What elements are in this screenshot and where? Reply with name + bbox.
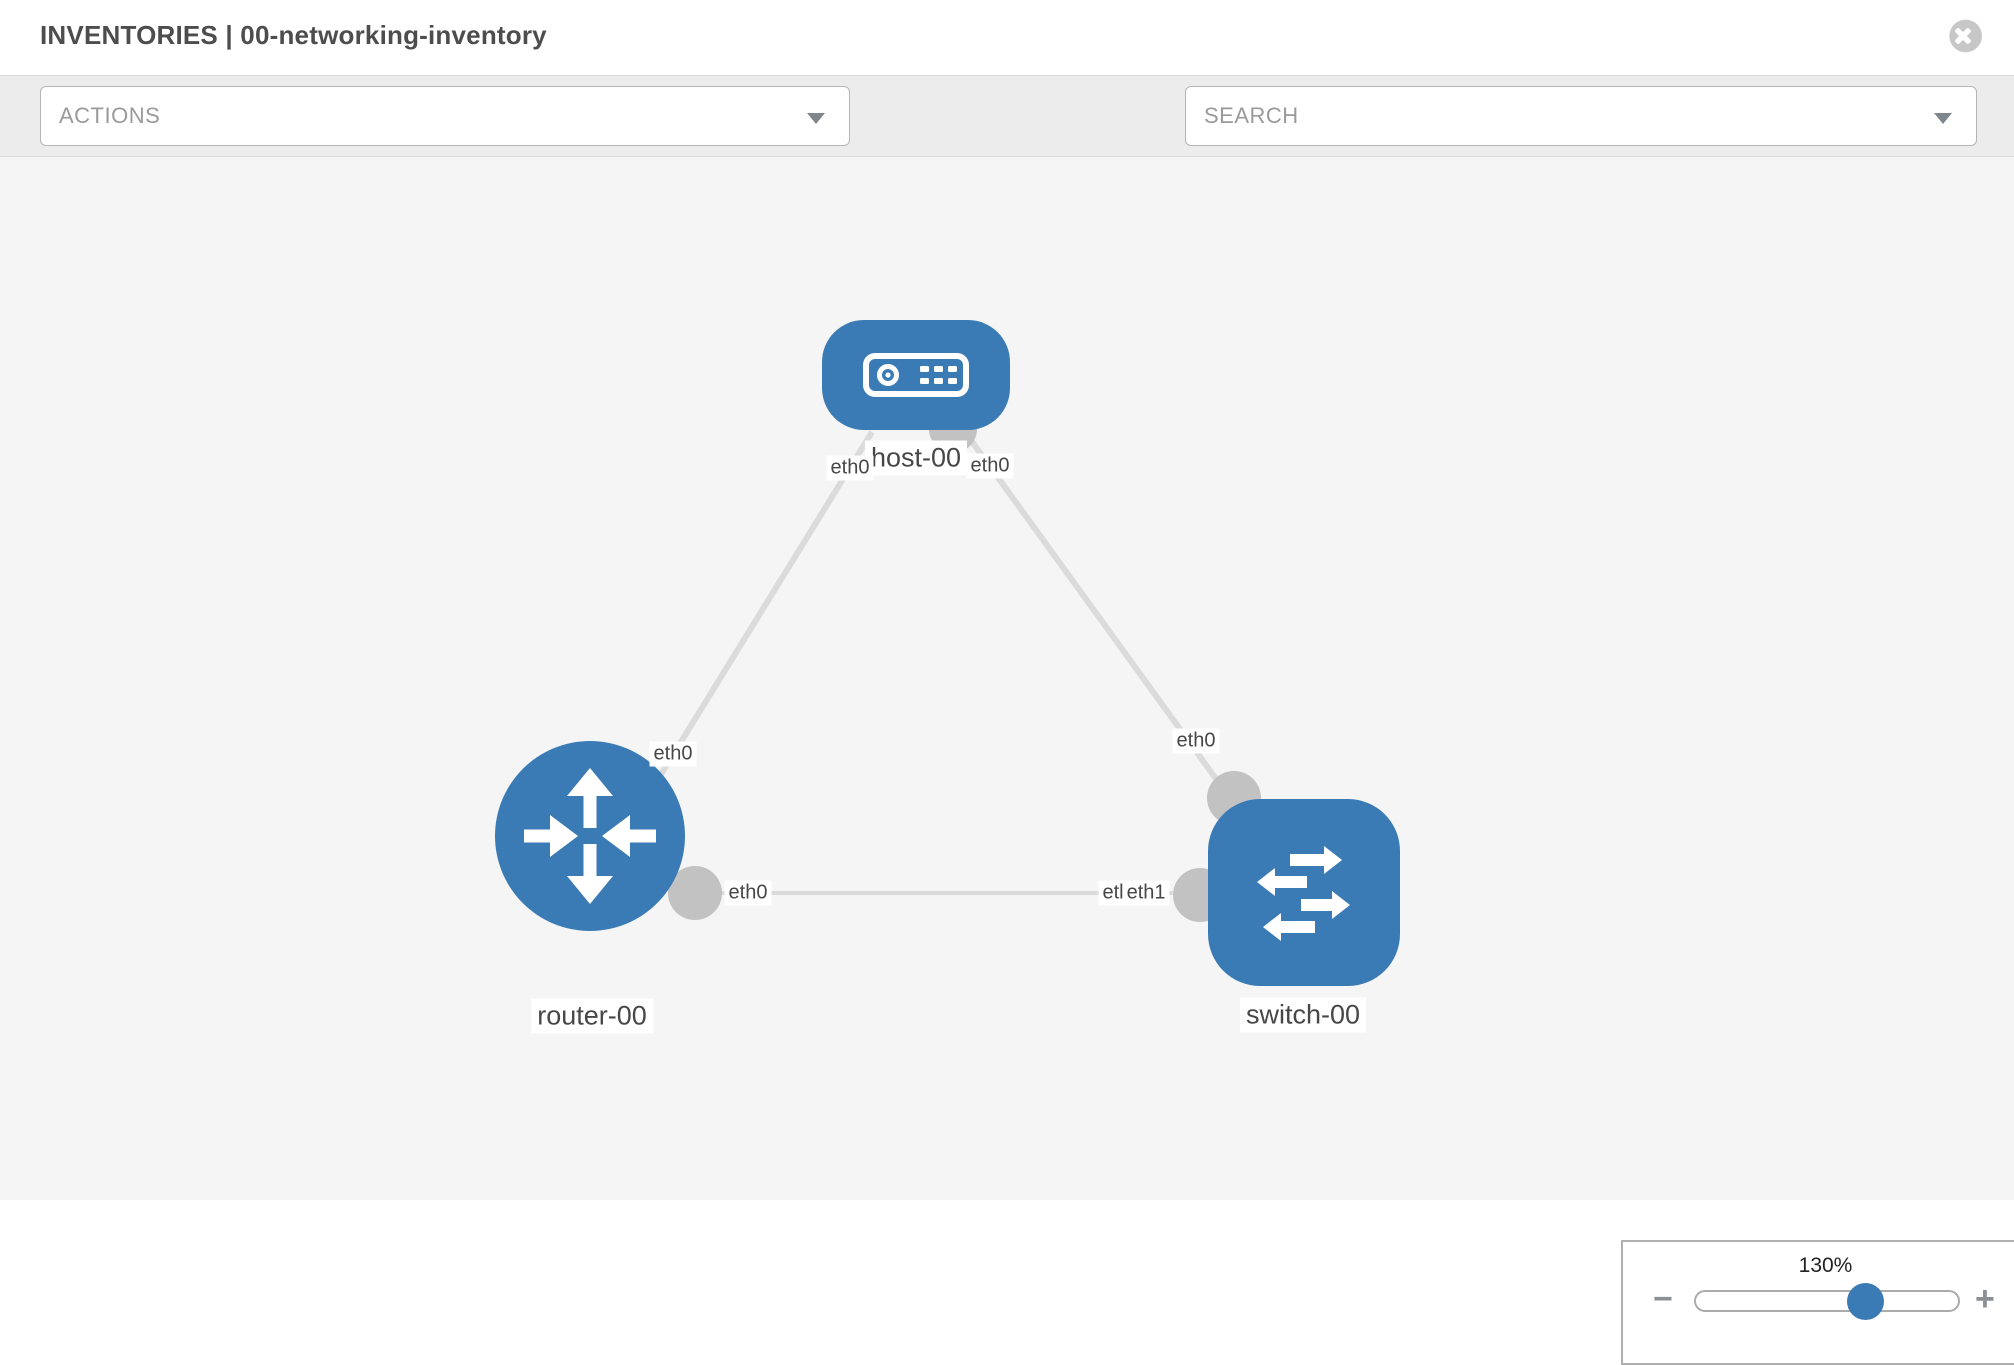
search-dropdown[interactable]	[1185, 86, 1977, 146]
zoom-control-panel: 130% − +	[1621, 1240, 2014, 1365]
topology-canvas[interactable]: host-00 router-00 switch-00 eth0 eth0 et…	[0, 157, 2014, 1365]
iface-label-router-eth0-to-switch: eth0	[724, 880, 772, 906]
node-router-00[interactable]	[495, 741, 685, 931]
node-switch-00[interactable]	[1208, 799, 1400, 986]
iface-label-host-eth0-to-switch: eth0	[966, 453, 1014, 479]
zoom-slider-thumb[interactable]	[1847, 1283, 1884, 1320]
iface-label-switch-eth0-to-host: eth0	[1172, 728, 1220, 754]
zoom-slider-track[interactable]	[1694, 1290, 1960, 1312]
iface-label-switch-eth1-to-router: etl eth1	[1098, 880, 1170, 906]
node-label-host-00: host-00	[864, 440, 968, 476]
zoom-out-button[interactable]: −	[1653, 1280, 1673, 1318]
iface-label-host-eth0-to-router: eth0	[826, 455, 874, 481]
chevron-down-icon	[1934, 113, 1952, 124]
close-icon[interactable]	[1944, 17, 1982, 55]
search-input[interactable]	[1186, 103, 1886, 129]
port-router-eth0	[668, 866, 722, 920]
host-icon	[863, 353, 969, 397]
actions-dropdown[interactable]: ACTIONS	[40, 86, 850, 146]
actions-dropdown-label: ACTIONS	[59, 103, 161, 128]
link-host-switch[interactable]	[962, 430, 1243, 814]
toolbar: ACTIONS	[0, 75, 2014, 210]
links-layer	[607, 405, 1261, 922]
zoom-in-button[interactable]: +	[1975, 1280, 1995, 1318]
page-title: INVENTORIES | 00-networking-inventory	[40, 20, 547, 50]
iface-label-router-eth0-to-host: eth0	[649, 741, 697, 767]
chevron-down-icon	[807, 113, 825, 124]
zoom-percent-label: 130%	[1798, 1254, 1853, 1277]
router-icon	[524, 768, 656, 904]
node-label-router-00: router-00	[531, 998, 653, 1034]
inventory-panel-header: INVENTORIES | 00-networking-inventory	[0, 0, 2014, 75]
switch-icon	[1257, 845, 1350, 941]
node-label-switch-00: switch-00	[1239, 997, 1367, 1033]
iface-label-switch-eth1: eth1	[1122, 880, 1170, 906]
node-host-00[interactable]	[822, 320, 1010, 430]
